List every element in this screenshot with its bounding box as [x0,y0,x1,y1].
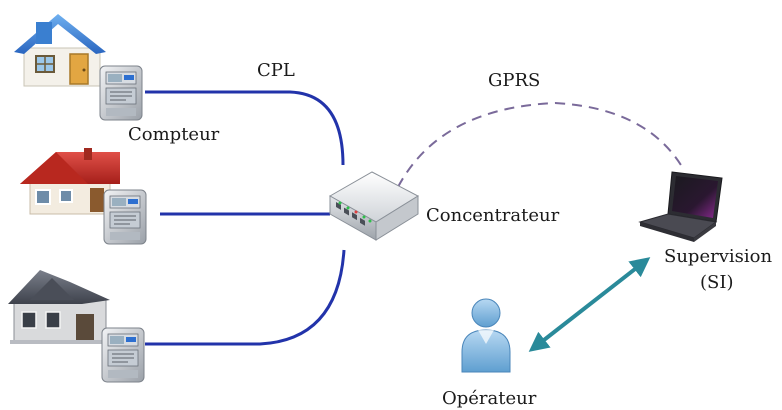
concentrateur-label: Concentrateur [426,205,560,226]
electric-meter-icon [103,189,147,245]
compteur-label: Compteur [128,124,220,145]
user-icon [461,298,511,373]
network-switch-icon [328,171,420,241]
operator-supervision-link [528,257,651,352]
cpl-lines [145,90,346,346]
cpl-label: CPL [257,60,295,81]
operateur-label: Opérateur [442,388,537,409]
house-gray-icon [8,270,110,344]
laptop-icon [638,171,723,242]
house-blue-icon [14,14,106,87]
switch-ports [336,201,372,226]
electric-meter-icon [101,327,145,383]
gprs-link [397,101,685,188]
electric-meter-icon [99,65,143,121]
gprs-label: GPRS [488,70,540,91]
supervision-label: Supervision [664,246,772,267]
cpl-line-top [145,90,345,166]
supervision-si-label: (SI) [700,272,734,293]
cpl-line-bottom [145,249,346,346]
